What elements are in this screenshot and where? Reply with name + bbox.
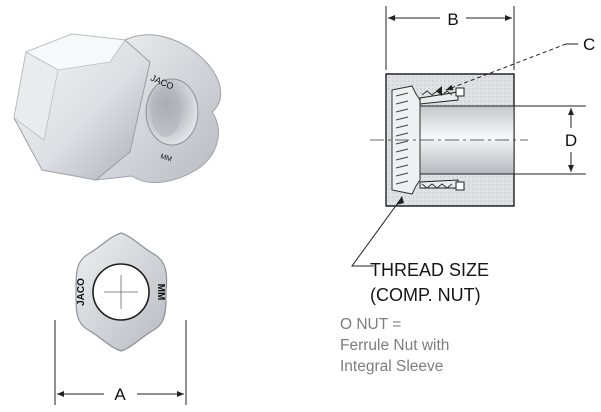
dimension-d-label: D xyxy=(565,131,577,150)
thread-size-leader xyxy=(351,196,404,267)
note-line-3: Integral Sleeve xyxy=(340,358,444,375)
dimension-b: B xyxy=(385,6,515,70)
dimension-a: A xyxy=(54,320,187,405)
thread-size-sublabel: (COMP. NUT) xyxy=(370,285,481,305)
thread-size-label: THREAD SIZE xyxy=(370,260,490,280)
dimension-d: D xyxy=(514,105,586,175)
dimension-c: C xyxy=(445,35,595,91)
thread-size-callout: THREAD SIZE (COMP. NUT) xyxy=(370,258,570,308)
nut-end-brand-marking: JACO xyxy=(76,278,87,306)
dimension-b-label: B xyxy=(447,10,458,29)
nut-end-unit-marking: MM xyxy=(155,284,166,301)
note-line-1: O NUT = xyxy=(340,316,402,333)
dimension-c-label: C xyxy=(583,35,595,54)
dimension-a-label: A xyxy=(114,385,126,404)
nut-end-view: JACO MM xyxy=(75,232,168,352)
o-nut-note: O NUT = Ferrule Nut with Integral Sleeve xyxy=(340,314,590,377)
nut-3d-view: JACO MM xyxy=(13,33,222,183)
nut-section-view xyxy=(370,73,528,207)
nut-3d-unit-marking: MM xyxy=(159,153,172,163)
note-line-2: Ferrule Nut with xyxy=(340,337,450,354)
